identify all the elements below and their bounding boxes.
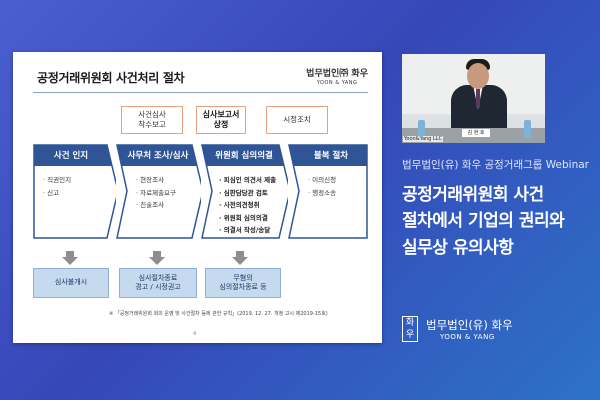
webinar-title-line: 절차에서 기업의 권리와	[402, 211, 565, 232]
webinar-title: 공정거래위원회 사건 절차에서 기업의 권리와 실무상 유의사항	[402, 182, 592, 261]
stage-items: 직권인지 신고	[43, 174, 71, 199]
slide-footnote: ※ 「공정거래위원회 회의 운영 및 사건절차 등에 관한 규칙」(2019. …	[109, 311, 328, 317]
stage-item: 피심인 의견서 제출	[219, 174, 276, 184]
top-box-corrective-order: 시정조치	[266, 106, 328, 134]
speaker-video: 김 현 호 Yoon&Yang LLC	[402, 54, 545, 143]
stage-title: 위원회 심의의결	[215, 151, 273, 161]
stage-item: 직권인지	[43, 174, 71, 184]
top-box-investigation-report: 사건심사 착수보고	[121, 106, 183, 134]
speaker-tie	[476, 89, 480, 107]
bottom-box-no-review: 심사불개시	[33, 268, 109, 298]
bottom-box-label: 심사불개시	[54, 278, 88, 287]
brand-name-en: YOON & YANG	[440, 333, 495, 341]
bottom-box-label: 무혐의 심의절차종료 등	[219, 273, 267, 291]
presentation-slide: 공정거래위원회 사건처리 절차 법무법인㈜ 화우 YOON & YANG 사건심…	[13, 52, 382, 343]
stage-title: 불복 절차	[313, 151, 349, 161]
top-box-label: 시정조치	[283, 115, 311, 125]
stage-card-recognition: 사건 인지 직권인지 신고	[33, 144, 119, 239]
slide-logo-en: YOON & YANG	[316, 80, 358, 86]
stage-item: 사전의견청취	[219, 199, 276, 209]
brand-seal-bottom: 우	[405, 330, 415, 340]
stage-item: 행정소송	[308, 187, 336, 197]
brand-seal-icon: 화 우	[402, 316, 418, 342]
stage-card-appeal: 불복 절차 이의신청 행정소송	[288, 144, 368, 239]
slide-page-number: 4	[193, 331, 197, 337]
stage-card-shape	[33, 144, 119, 239]
slide-logo: 법무법인㈜ 화우 YOON & YANG	[306, 66, 368, 86]
top-box-review-report: 심사보고서 상정	[196, 106, 246, 134]
stage-item: 위원회 심의의결	[219, 212, 276, 222]
stage-items: 현장조사 자료제출요구 진술조사	[136, 174, 176, 212]
stage-card-committee: 위원회 심의의결 피심인 의견서 제출 심판담당관 검토 사전의견청취 위원회 …	[201, 144, 291, 239]
webinar-title-line: 공정거래위원회 사건	[402, 185, 544, 205]
slide-logo-ko: 법무법인㈜ 화우	[306, 69, 368, 79]
bottom-box-no-violation: 무혐의 심의절차종료 등	[205, 268, 281, 298]
webinar-title-line: 실무상 유의사항	[402, 237, 514, 258]
water-bottle	[524, 120, 531, 138]
brand-seal-top: 화	[405, 318, 415, 328]
stage-item: 의결서 작성/송달	[219, 224, 276, 234]
stage-item: 자료제출요구	[136, 187, 176, 197]
stage-item: 현장조사	[136, 174, 176, 184]
bottom-box-review-end: 심사절차종료 경고 / 시정권고	[119, 268, 197, 298]
title-divider	[33, 92, 368, 93]
top-box-label: 심사보고서 상정	[202, 109, 240, 129]
stage-items: 이의신청 행정소송	[308, 174, 336, 199]
stage-item: 진술조사	[136, 199, 176, 209]
stage-item: 이의신청	[308, 174, 336, 184]
stage-title: 사건 인지	[53, 151, 89, 161]
video-caption: Yoon&Yang LLC	[403, 136, 444, 142]
stage-item: 심판담당관 검토	[219, 187, 276, 197]
stage-title: 사무처 조사/심사	[127, 151, 189, 161]
brand-name-ko: 법무법인(유) 화우	[426, 318, 513, 332]
stage-card-investigation: 사무처 조사/심사 현장조사 자료제출요구 진술조사	[116, 144, 204, 239]
speaker-name-plate: 김 현 호	[462, 129, 490, 137]
water-bottle	[418, 120, 425, 138]
stage-item: 신고	[43, 187, 71, 197]
bottom-box-label: 심사절차종료 경고 / 시정권고	[135, 273, 181, 291]
webinar-subtitle: 법무법인(유) 화우 공정거래그룹 Webinar	[402, 159, 590, 171]
stage-items: 피심인 의견서 제출 심판담당관 검토 사전의견청취 위원회 심의의결 의결서 …	[219, 174, 276, 237]
top-box-label: 사건심사 착수보고	[138, 110, 166, 129]
slide-title: 공정거래위원회 사건처리 절차	[37, 71, 185, 85]
speaker-head	[467, 63, 489, 89]
